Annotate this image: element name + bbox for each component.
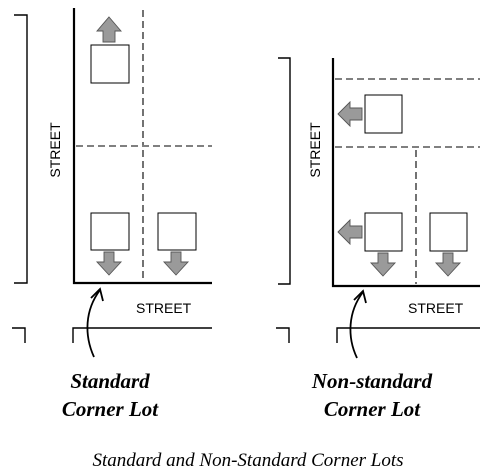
standard-house-interior (157, 212, 197, 251)
nonstandard-house-interior (429, 212, 468, 252)
standard-bottom-block-curb-right (72, 327, 212, 343)
nonstandard-bottom-block-curb-right (336, 327, 480, 343)
standard-pointer-arrowhead-icon (90, 287, 104, 302)
nonstandard-pointer-arrowhead-icon (353, 289, 367, 304)
nonstandard-house-top (364, 94, 403, 134)
nonstandard-house-corner (364, 212, 403, 252)
nonstandard-bottom-block-curb (276, 327, 290, 343)
right-street-curb-vertical (278, 57, 291, 285)
standard-up-arrow-icon (96, 16, 122, 43)
nonstandard-street-label-horizontal: STREET (408, 300, 464, 316)
nonstandard-corner-down-arrow-icon (369, 252, 397, 277)
standard-block-boundary (72, 8, 212, 285)
nonstandard-title-line1: Non-standard (311, 369, 433, 393)
standard-street-label-horizontal: STREET (136, 300, 192, 316)
standard-interior-down-arrow-icon (162, 251, 190, 276)
nonstandard-pointer-arrow (349, 291, 364, 359)
standard-house-corner (90, 212, 130, 251)
nonstandard-corner-left-arrow-icon (337, 218, 363, 246)
nonstandard-top-left-arrow-icon (337, 100, 363, 128)
nonstandard-title-line2: Corner Lot (324, 397, 421, 421)
standard-house-top (90, 44, 130, 84)
standard-pointer-arrow (86, 289, 101, 358)
figure-caption: Standard and Non-Standard Corner Lots (92, 450, 403, 471)
non-standard-corner-lot-panel: STREET STREET Non-standard Corner Lot (276, 57, 480, 421)
standard-bottom-block-curb (12, 327, 26, 343)
left-street-curb-vertical (14, 14, 28, 284)
nonstandard-street-label-vertical: STREET (307, 122, 323, 178)
nonstandard-interior-down-arrow-icon (434, 252, 462, 277)
nonstandard-block-boundary (331, 58, 480, 288)
standard-title-line1: Standard (70, 369, 150, 393)
standard-corner-down-arrow-icon (95, 251, 123, 276)
standard-street-label-vertical: STREET (47, 122, 63, 178)
standard-title-line2: Corner Lot (62, 397, 159, 421)
standard-corner-lot-panel: STREET STREET Standard Corner Lot (12, 8, 212, 421)
